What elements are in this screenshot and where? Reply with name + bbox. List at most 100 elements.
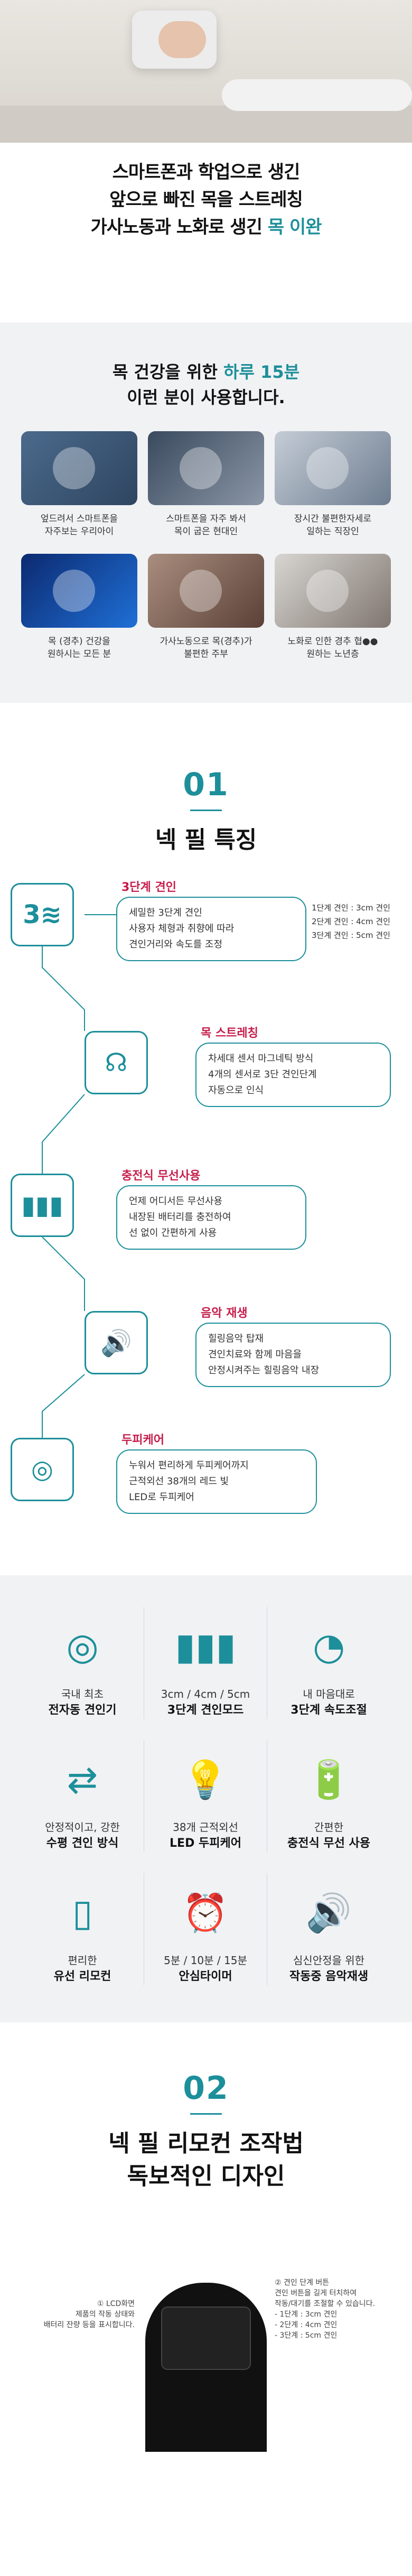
user-photo <box>275 431 391 505</box>
hero-banner <box>0 0 412 143</box>
section-title-line-1: 넥 필 리모컨 조작법 <box>108 2130 304 2157</box>
target-users-title: 목 건강을 위한 하루 15분 이런 분이 사용합니다. <box>0 359 412 410</box>
key-point: ▮▮▮ 3cm / 4cm / 5cm 3단계 견인모드 <box>144 1607 267 1719</box>
intro-line-1: 스마트폰과 학업으로 생긴 <box>112 162 301 183</box>
intro-line-3b: 목 이완 <box>267 217 322 238</box>
user-photo <box>21 431 137 505</box>
key-point-main: 안심타이머 <box>179 1970 232 1983</box>
section-number: 01 <box>183 766 229 803</box>
feature-title: 3단계 견인 <box>121 881 176 894</box>
remote-icon: ▯ <box>72 1891 93 1935</box>
key-point-main: 작동중 음악재생 <box>289 1970 369 1983</box>
bulb-icon: 💡 <box>182 1757 229 1801</box>
feature-title: 목 스트레칭 <box>201 1027 258 1040</box>
user-caption: 노화로 인한 경추 협●●원하는 노년층 <box>287 636 378 659</box>
speaker-icon: 🔊 <box>85 1311 148 1374</box>
section-divider <box>190 810 222 811</box>
key-point-main: LED 두피케어 <box>170 1837 241 1850</box>
key-point-sub: 5분 / 10분 / 15분 <box>164 1954 247 1967</box>
battery-icon: ▮▮▮ <box>11 1174 74 1237</box>
key-point-main: 충전식 무선 사용 <box>287 1837 370 1850</box>
user-face <box>158 21 206 58</box>
title-part-a: 목 건강을 위한 <box>112 362 224 382</box>
title-part-c: 이런 분이 사용합니다. <box>127 387 285 407</box>
feature-title: 음악 재생 <box>201 1307 248 1320</box>
traction-3step-icon: 3≋ <box>11 883 74 946</box>
connector-lines <box>42 914 121 1438</box>
section-01-header: 01 넥 필 특징 <box>0 703 412 857</box>
title-part-b: 하루 15분 <box>223 362 300 382</box>
intro-line-3: 가사노동과 노화로 생긴 목 이완 <box>0 213 412 241</box>
scalp-icon: ◎ <box>11 1438 74 1501</box>
key-point-sub: 편리한 <box>68 1954 97 1967</box>
battery-charge-icon: 🔋 <box>305 1757 352 1801</box>
key-point-main: 유선 리모컨 <box>53 1970 111 1983</box>
key-point: ◔ 내 마음대로 3단계 속도조절 <box>267 1607 390 1719</box>
user-photo <box>148 554 264 628</box>
intro-line-3a: 가사노동과 노화로 생긴 <box>90 217 268 238</box>
key-point: 💡 38개 근적외선 LED 두피케어 <box>144 1740 267 1852</box>
intro-line-2: 앞으로 빠진 목을 스트레칭 <box>109 189 303 210</box>
bed-illustration <box>0 106 412 143</box>
user-photo <box>275 554 391 628</box>
key-point-main: 3단계 견인모드 <box>167 1704 244 1717</box>
gauge-icon: ◔ <box>312 1625 345 1668</box>
section-divider <box>190 2113 222 2115</box>
alarm-clock-icon: ⏰ <box>182 1891 229 1935</box>
key-point-sub: 국내 최초 <box>61 1688 104 1700</box>
section-title: 넥 필 특징 <box>155 826 257 853</box>
section-number: 02 <box>183 2070 229 2107</box>
key-point-sub: 내 마음대로 <box>303 1688 355 1700</box>
user-photo <box>148 431 264 505</box>
user-arm <box>222 79 412 111</box>
key-point-main: 전자동 견인기 <box>48 1704 117 1717</box>
key-point-sub: 심신안정을 위한 <box>293 1954 365 1967</box>
music-speaker-icon: 🔊 <box>305 1891 352 1935</box>
key-point-sub: 38개 근적외선 <box>173 1821 238 1834</box>
key-point-sub: 3cm / 4cm / 5cm <box>161 1688 250 1700</box>
horizontal-arrows-icon: ⇄ <box>67 1758 98 1801</box>
key-point-sub: 안정적이고, 강한 <box>45 1821 120 1834</box>
neck-icon: ☊ <box>85 1031 148 1094</box>
pillow-device-icon: ◎ <box>66 1625 99 1668</box>
key-point-sub: 간편한 <box>314 1821 344 1834</box>
feature-title: 충전식 무선사용 <box>121 1169 201 1183</box>
bar-steps-icon: ▮▮▮ <box>175 1625 236 1668</box>
feature-title: 두피케어 <box>121 1434 164 1447</box>
key-point-main: 3단계 속도조절 <box>291 1704 367 1717</box>
intro-copy: 스마트폰과 학업으로 생긴 앞으로 빠진 목을 스트레칭 가사노동과 노화로 생… <box>0 143 412 322</box>
remote-lcd-screen <box>161 2307 251 2370</box>
